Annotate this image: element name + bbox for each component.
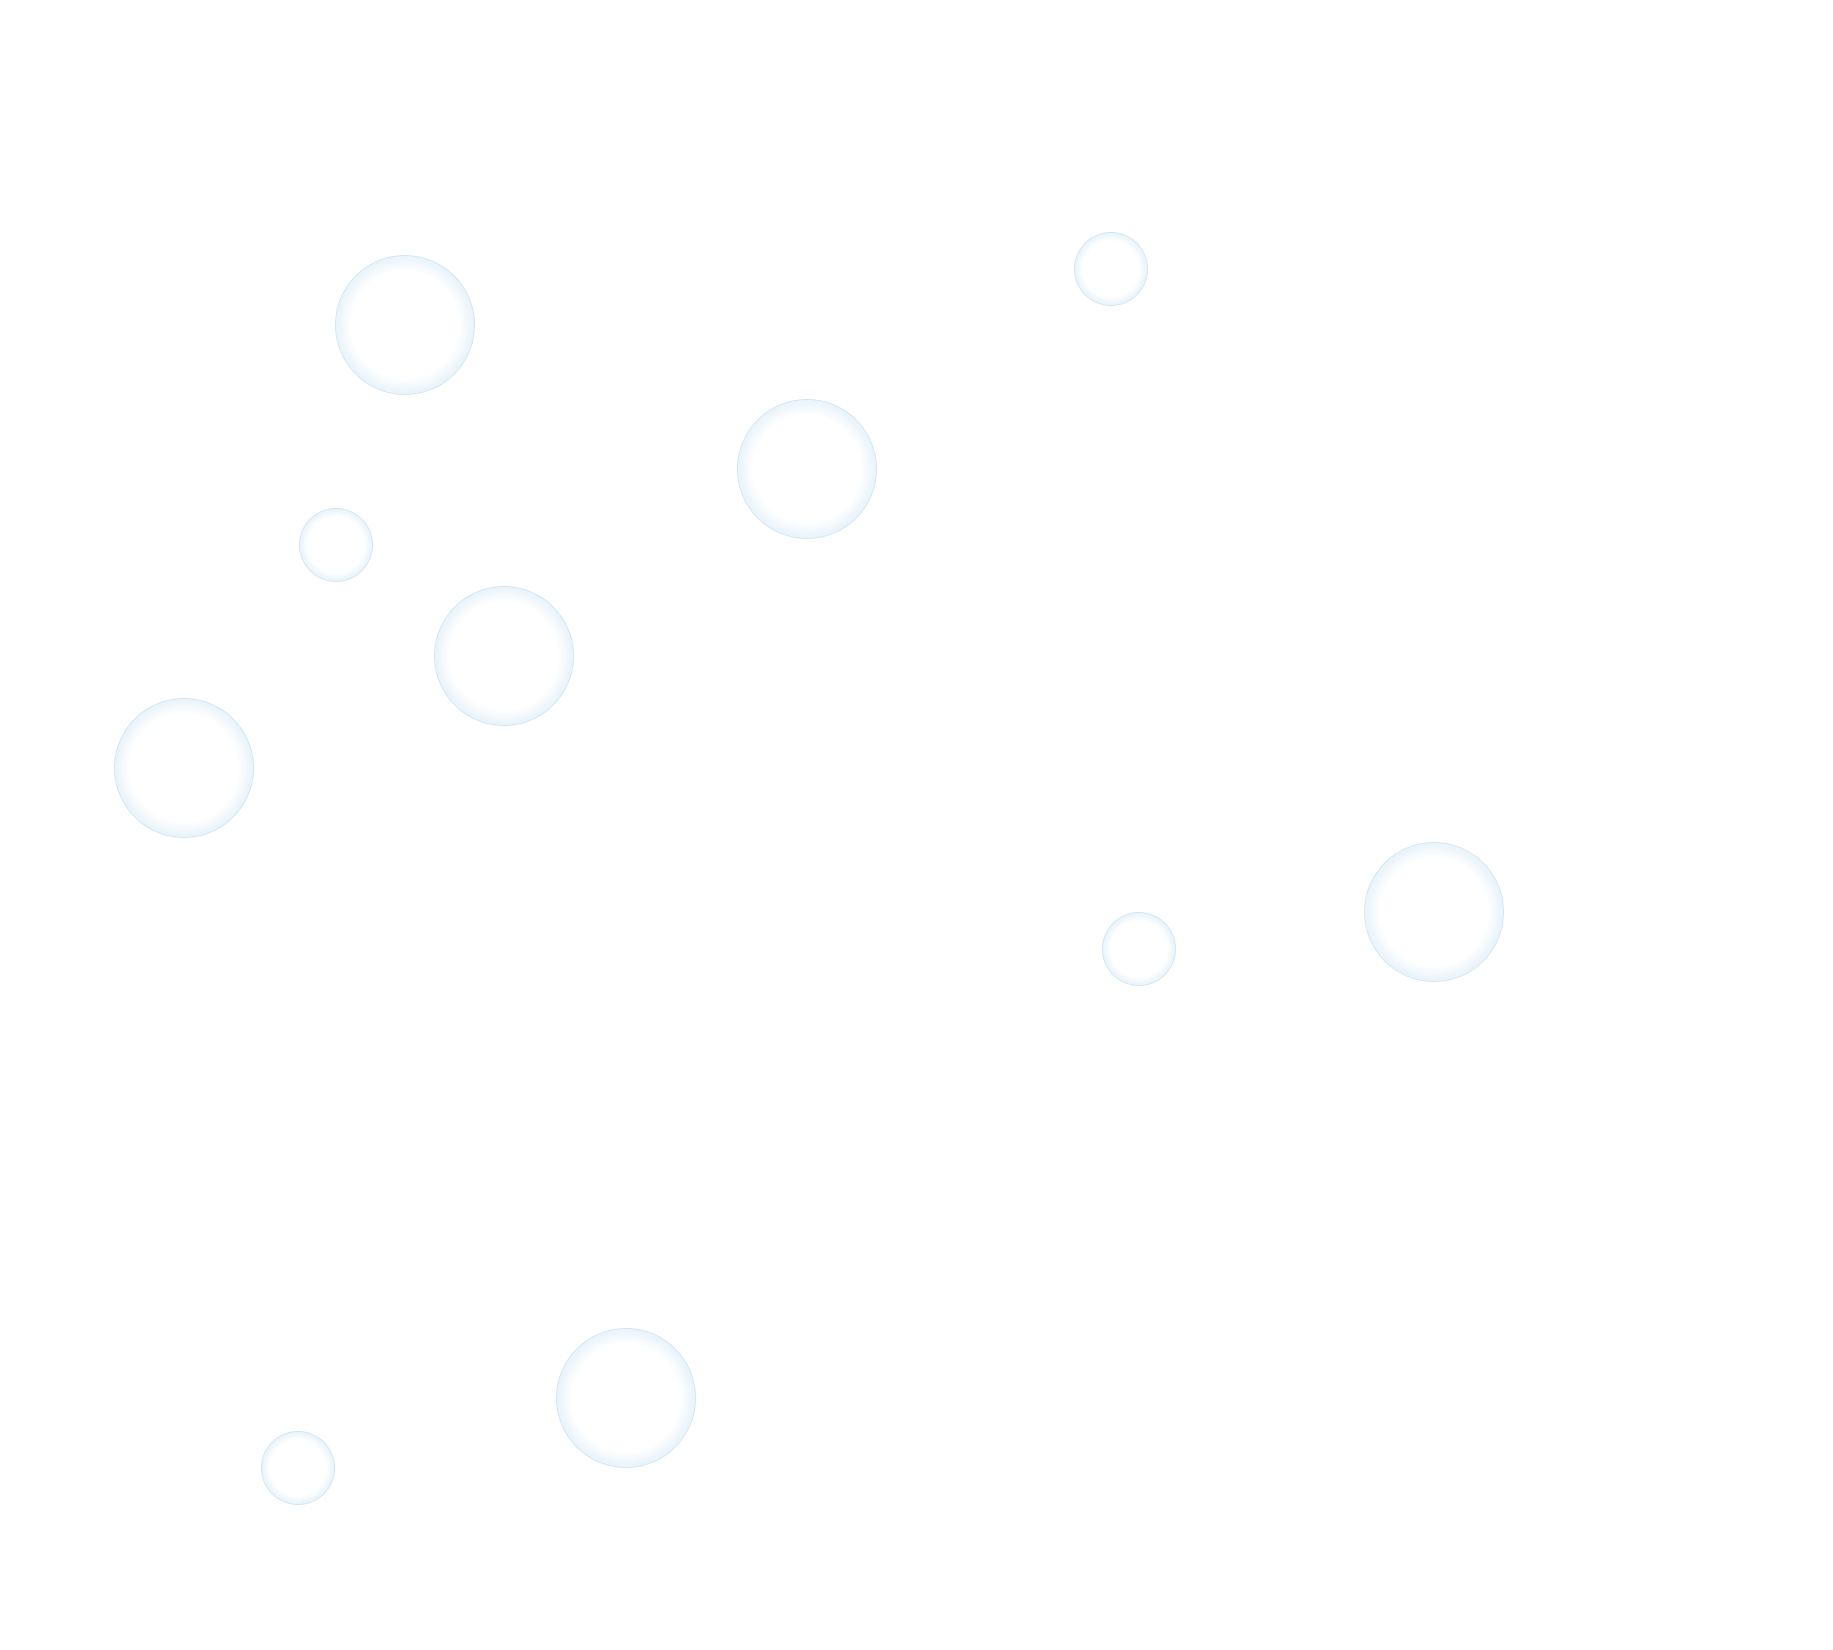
bubble-large	[1365, 843, 1503, 981]
bubble-large	[738, 400, 876, 538]
bubble-large	[435, 587, 573, 725]
bubble-small	[262, 1432, 334, 1504]
bubble-large	[557, 1329, 695, 1467]
bubble-large	[336, 256, 474, 394]
bubble-small	[300, 509, 372, 581]
bubble-small	[1103, 913, 1175, 985]
bubble-small	[1075, 233, 1147, 305]
bubble-large	[115, 699, 253, 837]
